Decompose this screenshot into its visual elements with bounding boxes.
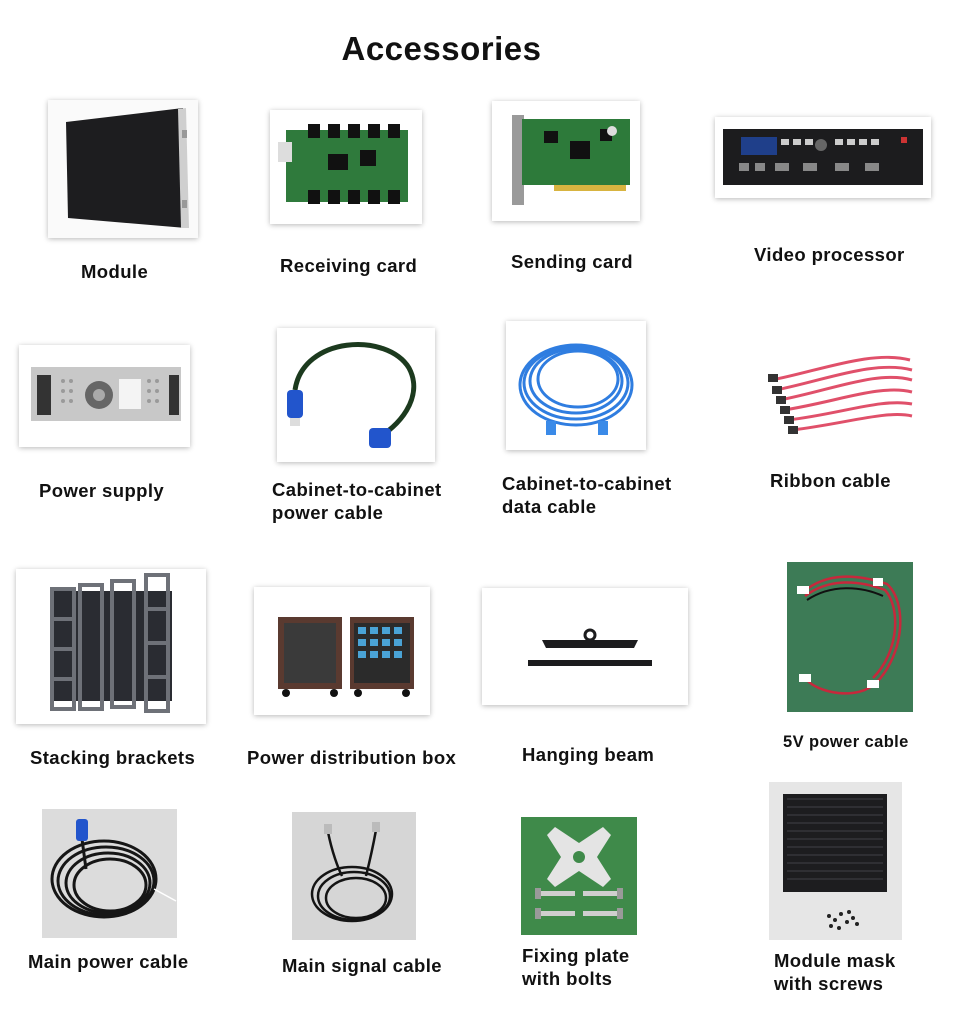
item-label-fixing-plate: Fixing plate with bolts [522, 945, 630, 989]
video-processor-icon [715, 117, 931, 198]
item-label-sending-card: Sending card [511, 251, 633, 272]
ribbon-cable-icon [762, 340, 917, 440]
module-mask-icon [769, 782, 902, 940]
item-label-main-signal-cable: Main signal cable [282, 955, 442, 976]
item-label-ribbon-cable: Ribbon cable [770, 470, 891, 491]
5v-power-cable-icon [787, 562, 913, 712]
power-supply-icon [19, 345, 190, 447]
item-label-main-power-cable: Main power cable [28, 951, 189, 972]
receiving-card-icon [270, 110, 422, 224]
power-cable-icon [277, 328, 435, 462]
item-label-data-cable: Cabinet-to-cabinet data cable [502, 473, 672, 517]
page-title: Accessories [341, 30, 542, 67]
hanging-beam-icon [482, 588, 688, 705]
data-cable-icon [506, 321, 646, 450]
item-label-power-cable: Cabinet-to-cabinet power cable [272, 479, 442, 523]
item-label-hanging-beam: Hanging beam [522, 744, 655, 765]
main-signal-cable-icon [292, 812, 416, 940]
item-label-power-supply: Power supply [39, 480, 165, 501]
power-distribution-box-icon [254, 587, 430, 715]
led-module-panel-icon [48, 100, 198, 238]
item-label-module-mask: Module mask with screws [774, 950, 896, 994]
stacking-brackets-icon [16, 569, 206, 724]
item-label-5v-power-cable: 5V power cable [783, 733, 909, 751]
item-label-power-distribution-box: Power distribution box [247, 747, 457, 768]
item-label-module: Module [81, 261, 149, 282]
item-label-stacking-brackets: Stacking brackets [30, 747, 196, 768]
sending-card-icon [492, 101, 640, 221]
item-label-receiving-card: Receiving card [280, 255, 418, 276]
fixing-plate-icon [521, 817, 637, 935]
main-power-cable-icon [42, 809, 177, 938]
item-label-video-processor: Video processor [754, 244, 905, 265]
